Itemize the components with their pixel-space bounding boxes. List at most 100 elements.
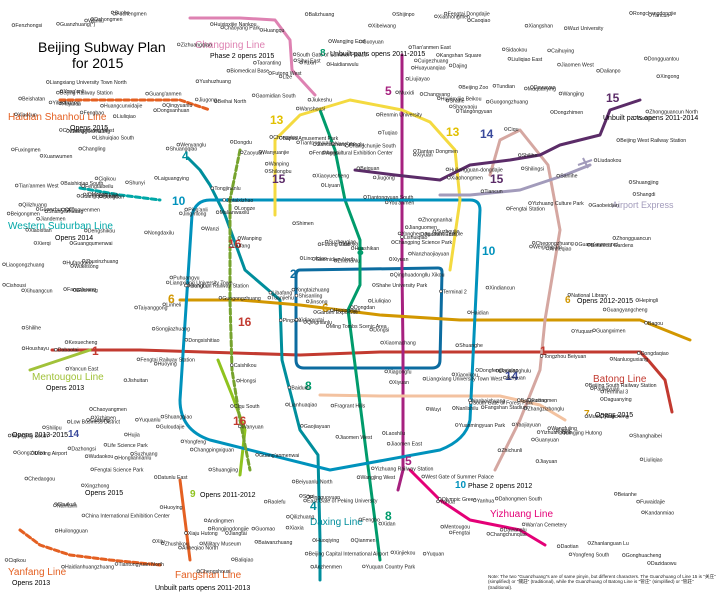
- station-marker: [299, 494, 303, 498]
- station-label: Jinsong: [310, 299, 328, 305]
- station-marker: [547, 48, 551, 53]
- station-marker: [296, 140, 300, 145]
- station-label: Liaogongzhuang: [6, 262, 44, 268]
- station-marker: [195, 97, 199, 102]
- station-marker: [2, 262, 6, 266]
- line-1-path: [50, 348, 642, 357]
- station-label: Qinghuadongllu Xikou: [394, 273, 445, 279]
- station-marker: [635, 298, 639, 302]
- line-label: Opens 2015: [70, 125, 108, 132]
- line-number: 16: [228, 237, 242, 251]
- station-marker: [90, 415, 95, 420]
- station-marker: [35, 207, 40, 211]
- station-marker: [225, 531, 229, 535]
- station-marker: [333, 258, 338, 263]
- station-label: Fuxingmen: [531, 398, 557, 404]
- station-label: Shuanghe: [459, 343, 483, 349]
- station-label: Guogongzhuang: [490, 100, 528, 106]
- station-marker: [4, 558, 9, 562]
- station-label: Tuanjiehu: [271, 296, 294, 302]
- station-label: Liuliqiao: [644, 457, 663, 463]
- station-marker: [602, 307, 607, 312]
- station-label: Fuwaidajie: [640, 500, 665, 506]
- station-label: Beijing Zoo: [462, 85, 488, 91]
- station-marker: [159, 505, 164, 509]
- station-label: Xiagongfu: [388, 369, 411, 375]
- station-label: Qilizhuang: [290, 515, 315, 521]
- station-marker: [556, 544, 561, 548]
- station-marker: [36, 217, 40, 221]
- station-marker: [265, 162, 269, 166]
- station-label: Jiugong: [377, 175, 395, 181]
- station-label: Dongdaqiao: [641, 351, 669, 357]
- station-label: Liujiayao: [409, 77, 430, 83]
- station-marker: [480, 189, 485, 193]
- station-label: Beigongmen: [11, 212, 40, 218]
- station-marker: [384, 369, 388, 374]
- station-marker: [531, 437, 535, 442]
- station-label: Chongwenmen: [65, 208, 100, 214]
- line-16-path: [228, 148, 252, 472]
- station-label: Huoqiying: [316, 538, 339, 544]
- station-marker: [372, 283, 376, 287]
- station-label: Dongguantou: [648, 57, 679, 63]
- line-label: Opens 2011-2012: [200, 492, 256, 499]
- station-label: Suzhuang: [134, 452, 157, 458]
- station-label: Mentougou: [444, 525, 470, 531]
- station-label: Agricultural Exhibition Center: [326, 150, 393, 156]
- station-label: Fangzhuang: [67, 287, 96, 293]
- station-label: Guangyangcheng: [607, 308, 648, 314]
- station-marker: [70, 264, 74, 268]
- station-label: Tiangongyuan: [460, 109, 493, 115]
- station-marker: [268, 71, 272, 75]
- station-label: Xiyuan: [393, 380, 409, 386]
- station-label: Fengbao: [84, 110, 105, 116]
- station-label: Huixinxijie Beikou: [441, 96, 482, 102]
- station-marker: [199, 541, 203, 546]
- station-marker: [279, 318, 283, 322]
- station-marker: [458, 85, 462, 89]
- station-marker: [324, 239, 329, 244]
- station-marker: [585, 383, 589, 387]
- line-label: Opens 2014: [55, 235, 93, 242]
- station-label: Malianwaxilu: [220, 210, 250, 216]
- station-marker: [11, 23, 16, 27]
- station-label: Shisanling: [299, 294, 323, 300]
- station-marker: [64, 340, 69, 344]
- station-marker: [405, 225, 409, 229]
- station-marker: [648, 13, 652, 17]
- station-marker: [99, 194, 103, 199]
- station-marker: [502, 47, 506, 51]
- line-10-path: [178, 198, 482, 472]
- station-marker: [414, 58, 418, 63]
- station-marker: [67, 446, 72, 450]
- station-label: Anzhenmen: [314, 565, 342, 571]
- station-label: Shilingsi: [525, 166, 544, 172]
- line-label: Opens 2013: [46, 385, 84, 392]
- station-label: Fengtai Station: [510, 207, 545, 213]
- station-marker: [440, 524, 444, 529]
- station-label: Anheqiao: [550, 246, 572, 252]
- station-label: Dajing: [453, 63, 468, 69]
- station-label: Garden Expo Site: [317, 310, 358, 316]
- station-label: Baliqiao: [235, 557, 254, 563]
- station-label: Lishuiqiao: [404, 235, 427, 241]
- station-marker: [338, 241, 343, 246]
- station-marker: [486, 99, 490, 104]
- station-label: Huayuanqiao: [415, 66, 446, 72]
- station-label: Changchunqiao: [490, 532, 526, 538]
- station-label: Guanyuan: [535, 438, 559, 444]
- station-label: Shilongbu: [268, 169, 291, 175]
- station-label: Ciqu South: [234, 404, 260, 410]
- station-marker: [201, 226, 205, 231]
- station-label: Xiaohongmen: [438, 14, 470, 20]
- station-marker: [437, 96, 441, 101]
- station-marker: [184, 338, 189, 342]
- station-label: Xiaxia: [290, 526, 304, 532]
- station-label: Qingyuanlu: [166, 103, 192, 109]
- station-marker: [278, 74, 283, 79]
- line-number: 6: [322, 301, 329, 315]
- station-marker: [279, 136, 283, 140]
- station-label: Jiukeshu: [311, 98, 332, 104]
- station-marker: [89, 407, 93, 411]
